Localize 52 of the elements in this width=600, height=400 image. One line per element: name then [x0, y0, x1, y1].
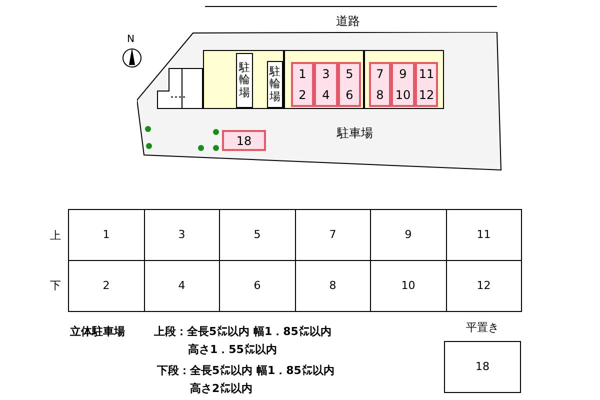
note-text: 高さ2㍍以内	[190, 381, 253, 397]
note-text: 上段：全長5㍍以内 幅1．85㍍以内	[154, 324, 332, 340]
bicycle-parking-label: 駐輪場	[270, 66, 280, 103]
space-number: 3	[322, 68, 330, 80]
bicycle-parking	[267, 61, 283, 108]
space-number: 12	[476, 278, 491, 294]
space-number: 2	[102, 278, 110, 294]
space-number: 2	[298, 88, 306, 101]
space-number: 18	[476, 358, 490, 375]
space-number: 9	[399, 68, 407, 80]
parking-structure	[364, 50, 444, 109]
parking-space	[369, 62, 391, 107]
site-lot	[137, 32, 502, 171]
space-number: 7	[329, 226, 336, 243]
space-number: 1	[102, 226, 110, 243]
parking-space	[291, 62, 314, 107]
parking-structure	[203, 50, 284, 109]
bicycle-parking	[236, 53, 253, 108]
space-number: 5	[254, 226, 261, 243]
space-number: 8	[329, 278, 336, 294]
space-number: 7	[376, 68, 384, 80]
space-number: 3	[178, 226, 186, 243]
area-label: 駐車場	[337, 127, 373, 139]
space-number: 18	[236, 134, 252, 146]
space-number: 10	[395, 88, 411, 101]
space-number: 9	[404, 226, 412, 243]
space-number: 1	[298, 68, 306, 80]
space-number: 6	[254, 278, 261, 294]
road-label: 道路	[336, 13, 360, 30]
box-heading: 平置き	[465, 322, 500, 333]
space-number: 5	[346, 68, 354, 80]
space-number: 4	[322, 88, 330, 101]
parking-space	[314, 62, 338, 107]
space-number: 4	[178, 278, 186, 294]
space-number: 11	[418, 68, 434, 80]
parking-space	[391, 62, 415, 107]
space-number: 6	[346, 88, 354, 101]
space-number: 8	[376, 88, 384, 101]
row-label: 上	[50, 230, 61, 241]
parking-space	[338, 62, 361, 107]
parking-structure	[284, 50, 364, 109]
bicycle-parking-label: 駐輪場	[239, 62, 250, 99]
note-text: 高さ1．55㍍以内	[188, 342, 277, 358]
parking-space	[415, 62, 438, 107]
note-text: 下段：全長5㍍以内 幅1．85㍍以内	[157, 363, 334, 379]
space-number: 12	[418, 88, 434, 101]
space-number: 10	[401, 278, 416, 294]
parking-space	[222, 130, 266, 151]
space-number: 11	[476, 226, 491, 243]
north-label: N	[127, 35, 134, 45]
note-heading: 立体駐車場	[70, 324, 125, 340]
row-label: 下	[50, 280, 61, 291]
